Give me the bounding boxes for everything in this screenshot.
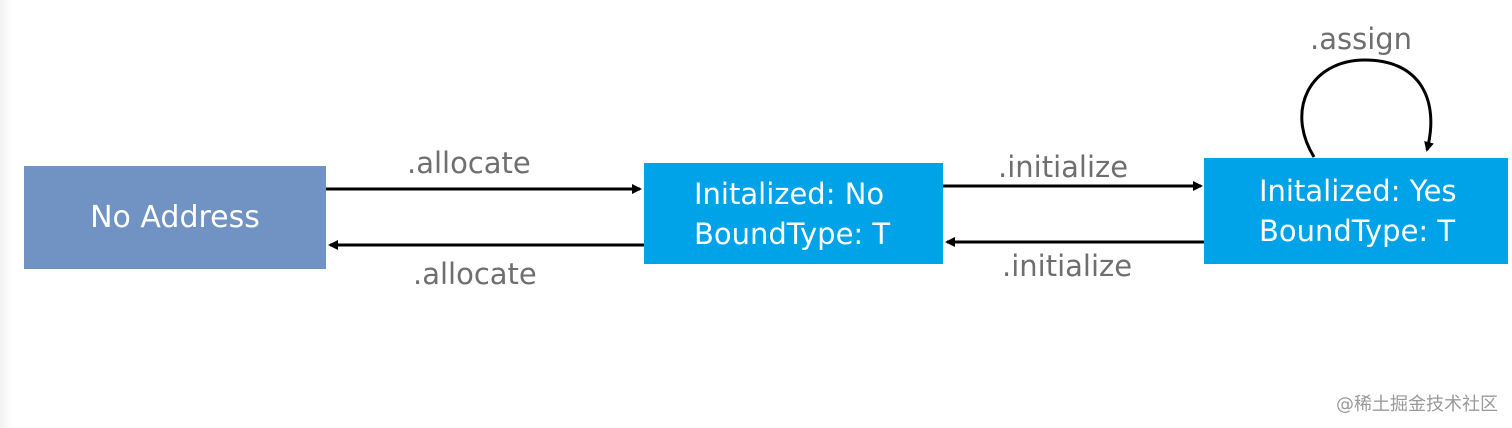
label-initialize-forward: .initialize: [998, 150, 1129, 184]
arrow-assign-self-loop: [1300, 58, 1434, 158]
label-initialize-backward: .initialize: [1002, 249, 1133, 283]
state-initialized-initialized-line: Initalized: Yes: [1259, 174, 1457, 208]
label-allocate-backward: .allocate: [413, 257, 537, 291]
label-assign-self: .assign: [1310, 22, 1413, 56]
label-allocate-forward: .allocate: [407, 146, 531, 180]
self-loop-gap: [1405, 152, 1441, 160]
state-initialized-boundtype-line: BoundType: T: [1259, 214, 1456, 248]
state-no-address: No Address: [24, 166, 326, 269]
state-uninitialized-initialized-line: Initalized: No: [694, 176, 885, 211]
state-uninitialized-boundtype-line: BoundType: T: [694, 216, 891, 251]
state-uninitialized: Initalized: No BoundType: T: [644, 163, 943, 264]
state-initialized: Initalized: Yes BoundType: T: [1204, 158, 1508, 264]
state-no-address-label: No Address: [90, 200, 260, 235]
watermark: @稀土掘金技术社区: [1336, 394, 1498, 415]
